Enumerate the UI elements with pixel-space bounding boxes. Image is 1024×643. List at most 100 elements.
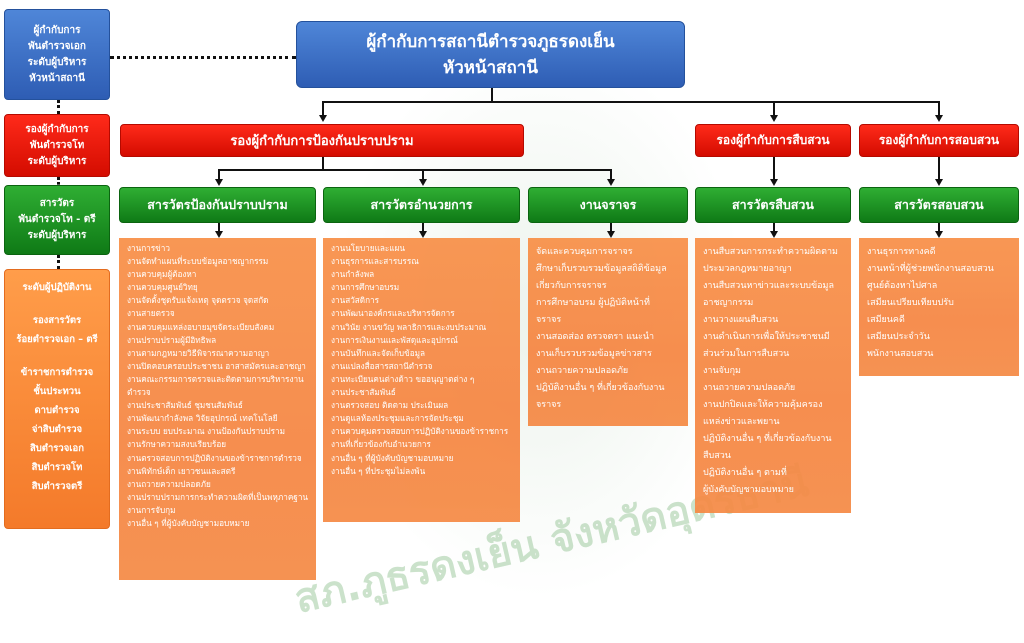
duty-item: เสมียนเปรียบเทียบปรับ <box>867 298 954 308</box>
duties-traffic-list: จัดและควบคุมการจราจรศึกษาเก็บรวบรวมข้อมู… <box>536 244 682 414</box>
legend-operational: ระดับผู้ปฏิบัติงาน รองสารวัตร ร้อยตำรวจเ… <box>4 269 110 529</box>
inspector-inquiry-box: สารวัตรสอบสวน <box>859 187 1019 223</box>
deputy-prevention-box: รองผู้กำกับการป้องกันปราบปราม <box>120 124 524 157</box>
duties-admin-list: งานนโยบายและแผนงานธุรการและสารบรรณงานกำล… <box>331 242 514 478</box>
legend-orange-line12: สิบตำรวจตรี <box>31 481 83 492</box>
duty-item: งานปิดคอบครอบประชาชน อาสาสมัครและอาชญา <box>127 360 306 371</box>
duty-item: งานที่เกี่ยวข้องกับอำนวยการ <box>331 439 431 450</box>
duty-item: งานควบคุมศูนย์วิทยุ <box>127 282 198 293</box>
duty-item: งานปราบปรามการกระทำความผิดที่เป็นพหุภาคฐ… <box>127 491 309 502</box>
arrow-duty-inquiry <box>935 231 943 238</box>
duty-item: ศูนย์ต้องหาไปศาล <box>867 281 938 291</box>
legend-orange-line10: สิบตำรวจเอก <box>29 443 85 454</box>
inspector-investigation-box: สารวัตรสืบสวน <box>695 187 851 223</box>
legend-red-line1: รองผู้กำกับการ <box>25 123 89 135</box>
connector-to-investigation <box>773 101 775 116</box>
duty-item: งานการข่าว <box>127 243 170 253</box>
duty-item: งานรักษาความสงบเรียบร้อย <box>127 439 227 450</box>
arrow-to-insp-inquiry <box>935 179 943 186</box>
connector-level1-bar <box>322 101 940 103</box>
deputy-investigation-box: รองผู้กำกับการสืบสวน <box>695 124 851 157</box>
duty-item: งานอื่น ๆ ที่ผู้บังคับบัญชามอบหมาย <box>127 517 250 528</box>
arrow-duty-admin <box>419 231 427 238</box>
inspector-admin-label: สารวัตรอำนวยการ <box>370 197 473 212</box>
connector-top-down <box>491 88 493 102</box>
duty-item: พนักงานสอบสวน <box>867 349 934 359</box>
duty-item: งานวางแผนสืบสวน <box>703 315 779 325</box>
duty-item: เสมียนคดี <box>867 315 905 325</box>
duty-item: งานดำเนินการเพื่อให้ประชาชนมี <box>703 332 830 342</box>
legend-orange-line3: รองสารวัตร <box>32 315 82 326</box>
legend-deputy: รองผู้กำกับการ พันตำรวจโท ระดับผู้บริหาร <box>4 114 110 177</box>
duty-item: งานพัฒนาองค์กรและบริหารจัดการ <box>331 308 455 319</box>
duty-item: งานจัดทำแผนที่ระบบข้อมูลอาชญากรรม <box>127 256 269 267</box>
arrow-duty-investigation <box>770 231 778 238</box>
duty-item: งานการเงินงานและพัสดุและอุปกรณ์ <box>331 334 458 345</box>
connector-duty-traffic <box>610 223 612 232</box>
duty-item: งานอื่น ๆ ที่ผู้บังคับบัญชามอบหมาย <box>331 452 454 463</box>
duty-item: งานบันทึกและจัดเก็บข้อมูล <box>331 347 426 358</box>
connector-inquiry-down <box>938 157 940 180</box>
legend-orange-line1: ระดับผู้ปฏิบัติงาน <box>22 282 92 293</box>
deputy-inquiry-box: รองผู้กำกับการสอบสวน <box>859 124 1019 157</box>
duty-item: เสมียนประจำวัน <box>867 332 930 342</box>
legend-orange-line11: สิบตำรวจโท <box>31 462 83 473</box>
duty-item: งานสอดส่อง ตรวจตรา แนะนำ <box>536 332 655 342</box>
legend-orange-line7: ชั้นประทวน <box>33 386 81 397</box>
deputy-prevention-label: รองผู้กำกับการป้องกันปราบปราม <box>230 134 414 149</box>
duty-item: งานสายตรวจ <box>127 308 175 319</box>
duties-traffic-panel: จัดและควบคุมการจราจรศึกษาเก็บรวบรวมข้อมู… <box>528 238 688 426</box>
duty-item: งานสืบสวนการกระทำความผิดตาม <box>703 247 838 257</box>
duty-item: จราจร <box>536 400 562 410</box>
duty-item: สืบสวน <box>703 451 731 461</box>
legend-orange-line9: จ่าสิบตำรวจ <box>31 424 83 435</box>
duty-item: อาชญากรรม <box>703 298 754 308</box>
legend-red-line3: ระดับผู้บริหาร <box>27 155 87 167</box>
duty-item: ปฏิบัติงานอื่น ๆ ตามที่ <box>703 468 787 478</box>
connector-to-insp-admin <box>422 169 424 180</box>
duty-item: งานพิทักษ์เด็ก เยาวชนและสตรี <box>127 465 236 476</box>
duty-item: งานปราบปรามผู้มีอิทธิพล <box>127 334 217 345</box>
station-superintendent-box: ผู้กำกับการสถานีตำรวจภูธรดงเย็น หัวหน้าส… <box>296 21 685 88</box>
connector-to-prevention <box>322 101 324 116</box>
duty-item: งานทะเบียนคนต่างด้าว ขออนุญาตต่าง ๆ <box>331 373 475 384</box>
legend-blue-line2: พันตำรวจเอก <box>28 40 86 52</box>
duty-item: งานประชาสัมพันธ์ <box>331 387 396 398</box>
duties-prevention-panel: งานการข่าวงานจัดทำแผนที่ระบบข้อมูลอาชญาก… <box>119 238 316 580</box>
duty-item: งานถวายความปลอดภัย <box>127 478 211 489</box>
arrow-to-insp-admin <box>419 179 427 186</box>
legend-connector-2 <box>57 177 60 185</box>
duty-item: งานเก็บรวบรวมข้อมูลข่าวสาร <box>536 349 652 359</box>
duty-item: ส่วนร่วมในการสืบสวน <box>703 349 790 359</box>
duty-item: งานสวัสดิการ <box>331 295 380 306</box>
inspector-admin-box: สารวัตรอำนวยการ <box>323 187 520 223</box>
legend-blue-line3: ระดับผู้บริหาร <box>27 56 87 68</box>
arrow-duty-traffic <box>607 231 615 238</box>
duty-item: งานอื่น ๆ ที่ประชุมไม่ลงพ้น <box>331 465 426 476</box>
duty-item: งานการจับกุม <box>127 504 176 515</box>
legend-inspector: สารวัตร พันตำรวจโท - ตรี ระดับผู้บริหาร <box>4 185 110 255</box>
duty-item: งานตามกฎหมายวิธีพิจารณาความอาญา <box>127 347 270 358</box>
duties-investigation-list: งานสืบสวนการกระทำความผิดตามประมวลกฎหมายอ… <box>703 244 845 499</box>
duty-item: เกี่ยวกับการจราจร <box>536 281 607 291</box>
duty-item: งานถวายความปลอดภัย <box>703 383 796 393</box>
arrow-to-prevention <box>319 115 327 122</box>
duties-investigation-panel: งานสืบสวนการกระทำความผิดตามประมวลกฎหมายอ… <box>695 238 851 513</box>
duty-item: จัดและควบคุมการจราจร <box>536 247 633 257</box>
traffic-label: งานจราจร <box>579 197 637 212</box>
legend-blue-line4: หัวหน้าสถานี <box>29 72 85 84</box>
duty-item: งานตรวจสอบการปฏิบัติงานของข้าราชการตำรวจ <box>127 452 302 463</box>
connector-level2-bar <box>218 169 612 171</box>
inspector-inquiry-label: สารวัตรสอบสวน <box>894 197 984 212</box>
duty-item: งานธุรการทางคดี <box>867 247 936 257</box>
connector-investigation-down <box>773 157 775 180</box>
connector-duty-investigation <box>773 223 775 232</box>
legend-connector-1 <box>57 100 60 114</box>
connector-duty-inquiry <box>938 223 940 232</box>
duty-item: ตำรวจ <box>127 387 151 398</box>
legend-green-line3: ระดับผู้บริหาร <box>27 230 87 241</box>
duty-item: งานดูแลห้องประชุมและการจัดประชุม <box>331 413 464 424</box>
duty-item: งานธุรการและสารบรรณ <box>331 256 419 267</box>
duty-item: งานกำลังพล <box>331 269 375 280</box>
arrow-to-investigation <box>770 115 778 122</box>
